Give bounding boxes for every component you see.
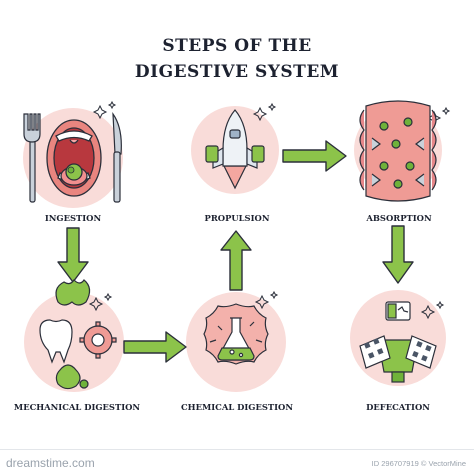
arrow-ingestion-to-mechanical — [57, 227, 89, 283]
rocket-icon — [205, 109, 265, 190]
footer-bar: dreamstime.com ID 296707919 © VectorMine — [0, 449, 474, 475]
arrow-propulsion-to-absorption — [282, 140, 347, 172]
label-propulsion: PROPULSION — [204, 213, 270, 223]
watermark-text: dreamstime.com — [6, 456, 95, 470]
sparkle-icons — [88, 100, 451, 320]
label-chemical-digestion: CHEMICAL DIGESTION — [181, 402, 293, 412]
label-absorption: ABSORPTION — [366, 213, 432, 223]
title-line-1: STEPS OF THE — [162, 36, 312, 56]
label-defecation: DEFECATION — [366, 402, 430, 412]
toilet-finish-flag-icon — [359, 301, 437, 383]
mechanical-digestion-circle — [24, 292, 124, 392]
image-id-text: ID 296707919 © VectorMine — [371, 459, 466, 468]
arrow-chemical-to-propulsion — [220, 230, 252, 291]
teeth-gears-icon — [39, 279, 117, 390]
label-ingestion: INGESTION — [44, 213, 102, 223]
label-mechanical-digestion: MECHANICAL DIGESTION — [13, 402, 141, 412]
arrow-mechanical-to-chemical — [123, 331, 187, 363]
mouth-icon — [46, 119, 102, 197]
arrow-absorption-to-defecation — [382, 225, 414, 284]
fork-icon — [23, 113, 41, 203]
title-line-2: DIGESTIVE SYSTEM — [134, 62, 340, 82]
knife-icon — [112, 111, 122, 203]
intestine-villi-icon — [359, 100, 437, 202]
flask-icon — [203, 303, 269, 365]
